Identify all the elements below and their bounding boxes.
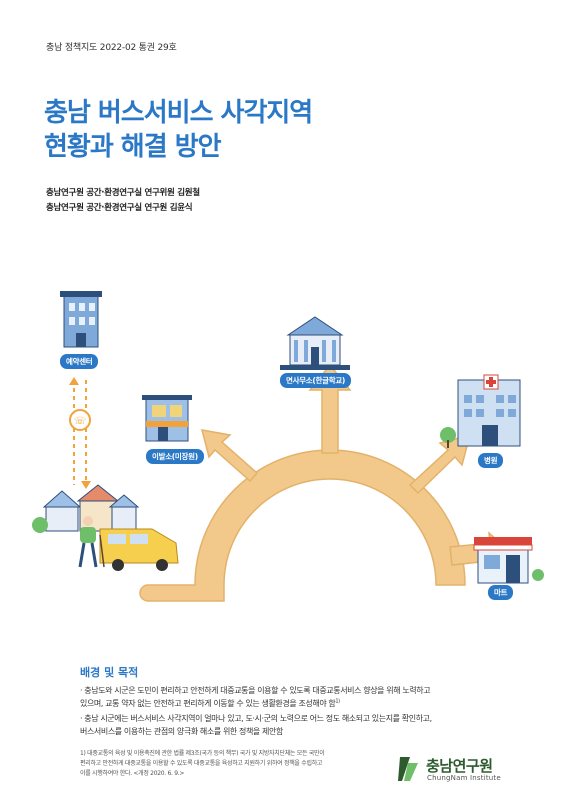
call-center-label: 예약센터 xyxy=(60,354,99,369)
bullet-2-line-2: 버스서비스를 이용하는 관점의 양극화 해소를 위한 정책을 제안함 xyxy=(80,727,283,736)
hospital-label: 병원 xyxy=(478,453,504,468)
author-1: 충남연구원 공간·환경연구실 연구위원 김원철 xyxy=(46,188,200,198)
hospital-icon xyxy=(440,374,521,448)
logo-english: ChungNam Institute xyxy=(427,774,501,782)
barber-shop-icon xyxy=(142,395,192,442)
elderly-person-icon xyxy=(78,516,105,568)
barber-label: 이발소(미장원) xyxy=(146,449,204,464)
bullet-1-line-2: 있으며, 교통 약자 없는 안전하고 편리하게 이동할 수 있는 생활환경을 조… xyxy=(80,698,520,709)
page-title-line-2: 현황과 해결 방안 xyxy=(44,132,222,162)
call-center-building-icon xyxy=(60,291,102,348)
route-path xyxy=(139,363,514,602)
dashed-arrows xyxy=(73,380,87,485)
chungnam-logo-icon xyxy=(398,757,418,781)
footnote-line-2: 편리하고 안전하게 대중교통을 이용할 수 있도록 대중교통을 육성하고 지원하… xyxy=(80,760,323,767)
footnote-line-1: 1) 대중교통의 육성 및 이용촉진에 관한 법률 제3조(국가 등의 책무) … xyxy=(80,750,325,757)
village-icon xyxy=(32,484,140,533)
office-label: 면사무소(한글학교) xyxy=(280,373,352,388)
bullet-1-line-2-text: 있으며, 교통 약자 없는 안전하고 편리하게 이동할 수 있는 생활환경을 조… xyxy=(80,699,336,708)
svg-text:☏: ☏ xyxy=(74,416,87,427)
series-label: 충남 정책지도 2022-02 통권 29호 xyxy=(46,43,177,53)
author-2: 충남연구원 공간·환경연구실 연구원 김윤식 xyxy=(46,203,193,213)
bus-icon xyxy=(99,528,179,571)
illustration: ☏ xyxy=(0,285,580,635)
mart-icon xyxy=(473,537,544,584)
office-building-icon xyxy=(280,316,350,370)
logo-name: 충남연구원 xyxy=(426,757,493,775)
footnote-line-3: 이를 시행하여야 한다. <개정 2020. 6. 9.> xyxy=(80,770,185,777)
illustration-drawing: ☏ xyxy=(32,291,544,602)
bullet-1-line-1: · 충남도와 시군은 도민이 편리하고 안전하게 대중교통을 이용할 수 있도록… xyxy=(80,686,431,695)
mart-label: 마트 xyxy=(488,585,514,600)
footnote-mark: 1) xyxy=(335,698,340,705)
phone-icon xyxy=(69,409,91,431)
bullet-2-line-1: · 충남 시군에는 버스서비스 사각지역이 얼마나 있고, 도·시·군의 노력으… xyxy=(80,714,432,723)
page-title-line-1: 충남 버스서비스 사각지역 xyxy=(44,98,313,128)
section-title: 배경 및 목적 xyxy=(80,666,139,679)
footnote: 1) 대중교통의 육성 및 이용촉진에 관한 법률 제3조(국가 등의 책무) … xyxy=(80,749,325,779)
